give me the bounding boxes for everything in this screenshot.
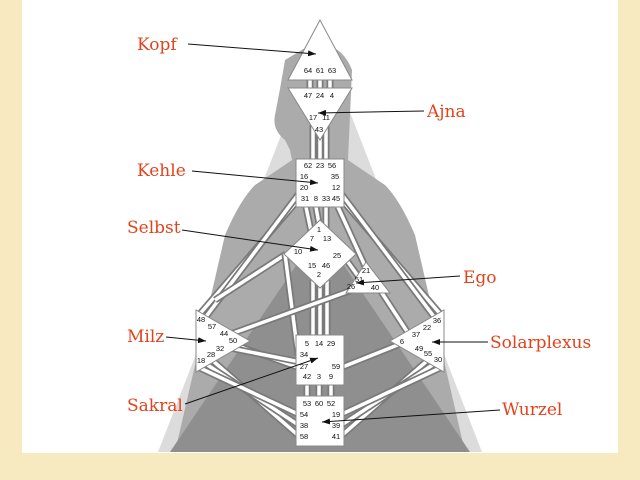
gate-number: 54 — [300, 410, 308, 419]
gate-number: 26 — [347, 282, 355, 291]
channel-line — [336, 206, 367, 267]
label-head: Kopf — [137, 35, 178, 55]
gate-number: 1 — [317, 225, 321, 234]
gate-number: 61 — [316, 66, 324, 75]
gate-number: 6 — [400, 337, 404, 346]
channel-line — [214, 252, 287, 302]
gate-number: 4 — [330, 91, 334, 100]
label-root: Wurzel — [502, 400, 562, 420]
channel-line — [229, 346, 301, 364]
gate-number: 42 — [303, 372, 311, 381]
gate-number: 12 — [332, 183, 340, 192]
gate-number: 64 — [304, 66, 312, 75]
arrow-spleen — [165, 336, 207, 344]
gate-number: 37 — [412, 330, 420, 339]
gate-number: 27 — [300, 362, 308, 371]
gate-number: 21 — [362, 266, 370, 275]
gate-number: 48 — [197, 315, 205, 324]
gate-number: 34 — [300, 350, 308, 359]
channel-line — [339, 342, 401, 370]
gate-number: 16 — [300, 172, 308, 181]
gate-number: 33 — [322, 194, 330, 203]
gate-number: 14 — [315, 339, 323, 348]
gate-number: 20 — [300, 183, 308, 192]
gate-number: 60 — [315, 399, 323, 408]
label-self: Selbst — [127, 218, 181, 238]
gate-number: 36 — [433, 316, 441, 325]
self-center — [283, 219, 357, 289]
gate-number: 9 — [329, 372, 333, 381]
gate-number: 46 — [322, 261, 330, 270]
arrow-ego — [355, 275, 461, 286]
gate-number: 22 — [423, 323, 431, 332]
arrow-ajna — [317, 109, 425, 116]
gate-number: 7 — [310, 234, 314, 243]
gate-number: 10 — [294, 247, 302, 256]
gate-number: 47 — [304, 91, 312, 100]
label-throat: Kehle — [137, 161, 186, 181]
gate-number: 35 — [331, 172, 339, 181]
arrow-throat — [191, 170, 319, 186]
channel-line — [227, 288, 353, 337]
gate-number: 58 — [300, 432, 308, 441]
gate-number: 28 — [207, 350, 215, 359]
gate-number: 57 — [208, 322, 216, 331]
channel-line — [338, 190, 440, 324]
gate-number: 63 — [328, 66, 336, 75]
gate-number: 2 — [317, 270, 321, 279]
gate-number: 17 — [309, 113, 317, 122]
gate-number: 55 — [424, 349, 432, 358]
gate-number: 5 — [305, 339, 309, 348]
gate-number: 50 — [229, 336, 237, 345]
gate-number: 39 — [332, 421, 340, 430]
solar-plexus-center — [388, 309, 445, 373]
gate-number: 43 — [315, 125, 323, 134]
gate-number: 23 — [316, 161, 324, 170]
channel-line — [199, 366, 301, 417]
gate-number: 41 — [332, 432, 340, 441]
gate-number: 8 — [314, 194, 318, 203]
gate-number: 29 — [327, 339, 335, 348]
gate-number: 15 — [308, 261, 316, 270]
gate-number: 11 — [322, 113, 330, 122]
gate-number: 62 — [304, 161, 312, 170]
gate-number: 25 — [333, 251, 341, 260]
channel-line — [378, 289, 412, 337]
channel-line — [339, 366, 441, 417]
spleen-center — [195, 309, 252, 373]
arrow-self — [181, 229, 319, 252]
label-sacral: Sakral — [127, 396, 183, 416]
gate-number: 44 — [220, 329, 228, 338]
gate-number: 19 — [332, 410, 340, 419]
pointer-arrows — [165, 43, 501, 425]
arrow-head — [187, 43, 317, 57]
gate-number: 24 — [316, 91, 324, 100]
gate-number: 32 — [216, 344, 224, 353]
gate-number: 3 — [317, 372, 321, 381]
label-ajna: Ajna — [426, 102, 466, 122]
gate-number: 13 — [323, 234, 331, 243]
sacral-center — [295, 334, 345, 386]
arrow-root — [321, 409, 501, 425]
gate-number: 30 — [434, 355, 442, 364]
arrow-sacral — [184, 357, 319, 405]
head-center — [287, 18, 353, 81]
label-spleen: Milz — [127, 327, 164, 347]
throat-center — [295, 158, 345, 208]
label-solar-plexus: Solarplexus — [490, 333, 591, 353]
gate-number: 53 — [303, 399, 311, 408]
gate-number: 40 — [371, 283, 379, 292]
gate-number: 31 — [301, 194, 309, 203]
gate-number: 59 — [332, 362, 340, 371]
gate-number: 49 — [415, 344, 423, 353]
gate-number: 38 — [300, 421, 308, 430]
label-ego: Ego — [463, 268, 497, 288]
gate-number: 52 — [327, 399, 335, 408]
gate-number: 18 — [197, 356, 205, 365]
gate-number: 45 — [332, 194, 340, 203]
gate-number: 56 — [328, 161, 336, 170]
